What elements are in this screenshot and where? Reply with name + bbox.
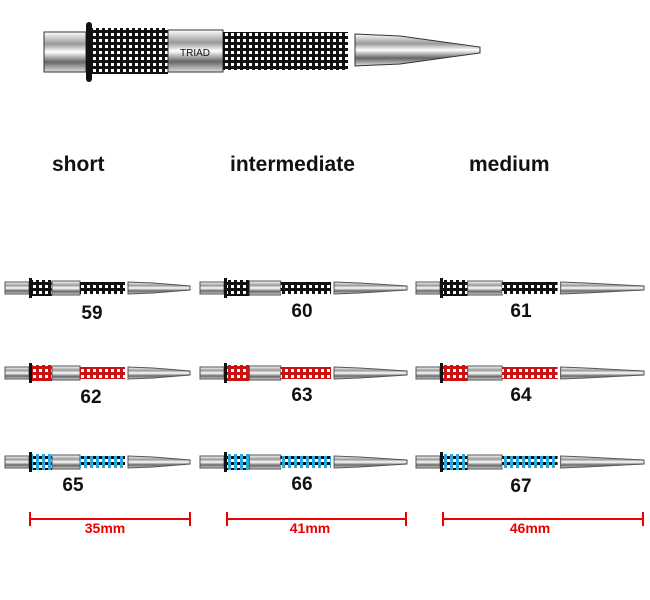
header-medium: medium <box>469 153 550 176</box>
item-63: 63 <box>291 385 313 406</box>
item-59: 59 <box>81 303 103 324</box>
item-67: 67 <box>510 476 532 497</box>
svg-text:TRIAD: TRIAD <box>180 48 210 59</box>
item-66: 66 <box>291 474 313 495</box>
hero-shaft: TRIAD <box>43 22 481 82</box>
item-61: 61 <box>510 301 532 322</box>
item-60: 60 <box>291 301 313 322</box>
item-62: 62 <box>80 387 102 408</box>
header-intermediate: intermediate <box>230 153 355 176</box>
item-65: 65 <box>62 475 84 496</box>
header-short: short <box>52 153 105 176</box>
item-64: 64 <box>510 385 532 406</box>
